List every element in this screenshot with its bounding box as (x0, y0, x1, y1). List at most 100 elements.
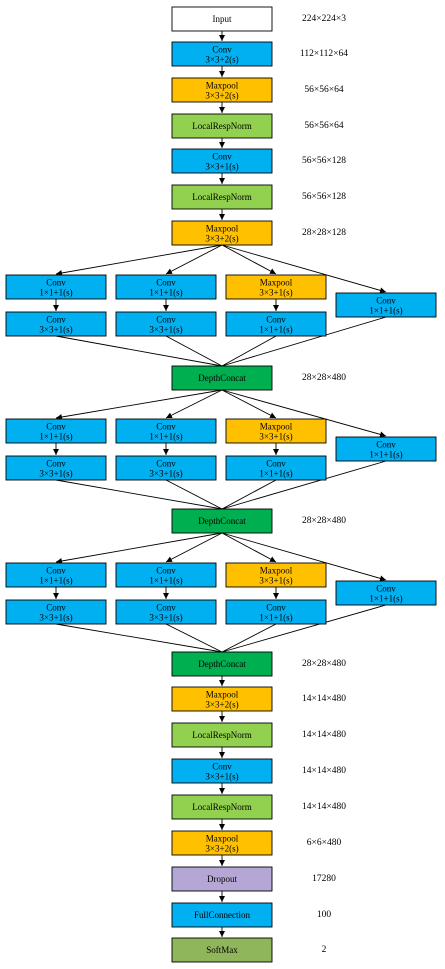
lrn4-block-label: LocalRespNorm (192, 802, 251, 812)
fc-block-rect (171, 902, 273, 928)
module2-branch2-top-block-rect (115, 418, 217, 444)
module1-depthconcat-dim: 28×28×480 (302, 373, 346, 383)
dropout-block-label: Dropout (207, 874, 237, 884)
conv3-block-label: Conv (212, 762, 232, 772)
module3-branch2-in-arrow (165, 532, 223, 563)
module2-branch1-top-block-rect (5, 418, 107, 444)
pool1-block-rect (171, 77, 273, 103)
pool3-dim: 14×14×480 (302, 694, 346, 704)
lrn1-block-label: LocalRespNorm (192, 121, 251, 131)
module3-branch2-top-block-label: Conv (156, 566, 176, 576)
module3-depthconcat-block: DepthConcat (171, 651, 273, 677)
pool2-block-rect (171, 220, 273, 246)
fc-block: FullConnection (171, 902, 273, 928)
module3-branch2-top-block-rect (115, 562, 217, 588)
pool2-block-label: Maxpool (206, 224, 239, 234)
module3-branch4-in-arrow (221, 532, 387, 582)
module2-branch1-bottom-block-label: Conv (46, 459, 66, 469)
module1-branch2-top-block-params: 1×1+1(s) (149, 288, 182, 298)
module3-branch3-bottom-block-label: Conv (266, 603, 286, 613)
pool4-block-params: 3×3+2(s) (205, 844, 238, 854)
module2-branch2-top-block-params: 1×1+1(s) (149, 432, 182, 442)
lrn3-dim: 14×14×480 (302, 730, 346, 740)
module1-branch4-block-rect (335, 292, 437, 318)
module1-branch3-in-arrow (221, 244, 277, 275)
module1-branch2-out-line (165, 335, 223, 367)
pool1-block-label: Maxpool (206, 81, 239, 91)
module2-branch1-in-arrow (55, 389, 223, 420)
module3-branch3-top-block-params: 3×3+1(s) (259, 576, 292, 586)
pool4-dim: 6×6×480 (307, 838, 342, 848)
module2-branch3-top-block-label: Maxpool (260, 422, 293, 432)
module3-branch1-top-block-label: Conv (46, 566, 66, 576)
module2-branch4-out-line (221, 460, 387, 510)
module3-branch3-in-arrow (221, 532, 277, 563)
module3-branch2-out-line (165, 623, 223, 653)
module1-branch1-bottom-block-rect (5, 311, 107, 337)
dropout-block-rect (171, 866, 273, 892)
module3-depthconcat-block-label: DepthConcat (198, 659, 246, 669)
module1-branch1-top-block-params: 1×1+1(s) (39, 288, 72, 298)
module3-branch4-block-label: Conv (376, 584, 396, 594)
softmax-block: SoftMax (171, 937, 273, 963)
module1-branch3-out-line (221, 335, 277, 367)
module2-depthconcat-dim: 28×28×480 (302, 516, 346, 526)
pool4-block-rect (171, 830, 273, 856)
module1-branch1-bottom-block-label: Conv (46, 315, 66, 325)
module2-branch3-bottom-block-label: Conv (266, 459, 286, 469)
module2-branch1-bottom-block-params: 3×3+1(s) (39, 469, 72, 479)
module3-branch1-in-arrow (55, 532, 223, 564)
module3-branch4-out-line (221, 604, 387, 653)
module2-branch2-out-line (165, 479, 223, 510)
pool3-block-label: Maxpool (206, 690, 239, 700)
module3-branch1-out-line (55, 623, 223, 653)
module3-branch1-bottom-block-label: Conv (46, 603, 66, 613)
lrn4-block: LocalRespNorm (171, 794, 273, 820)
module1-branch3-bottom-block-label: Conv (266, 315, 286, 325)
module2-branch4-block-params: 1×1+1(s) (369, 450, 402, 460)
module1-branch1-top-block-rect (5, 274, 107, 300)
module3-branch2-bottom-block-rect (115, 599, 217, 625)
lrn2-dim: 56×56×128 (302, 192, 346, 202)
module2-branch3-bottom-block-rect (225, 455, 327, 481)
module2-branch2-top-block-label: Conv (156, 422, 176, 432)
module2-depthconcat-block-label: DepthConcat (198, 516, 246, 526)
module3-branch4-block-rect (335, 580, 437, 606)
pool3-block-params: 3×3+2(s) (205, 700, 238, 710)
conv1-block-label: Conv (212, 45, 232, 55)
input-block-label: Input (213, 14, 232, 24)
module2-branch4-block-rect (335, 436, 437, 462)
module1-branch2-top-block-label: Conv (156, 278, 176, 288)
lrn3-block-label: LocalRespNorm (192, 730, 251, 740)
module2-branch3-in-arrow (221, 389, 277, 419)
lrn1-block-rect (171, 113, 273, 139)
edge-layer (53, 31, 387, 937)
module3-branch3-bottom-block-params: 1×1+1(s) (259, 613, 292, 623)
module2-branch1-top-block-params: 1×1+1(s) (39, 432, 72, 442)
module1-branch2-top-block-rect (115, 274, 217, 300)
module3-branch3-top-block-rect (225, 562, 327, 588)
module1-branch3-top-block-params: 3×3+1(s) (259, 288, 292, 298)
lrn4-dim: 14×14×480 (302, 802, 346, 812)
module2-branch2-in-arrow (165, 389, 223, 419)
module2-branch3-top-block-rect (225, 418, 327, 444)
lrn3-block: LocalRespNorm (171, 722, 273, 748)
module3-branch1-bottom-block-rect (5, 599, 107, 625)
module3-branch4-block-params: 1×1+1(s) (369, 594, 402, 604)
